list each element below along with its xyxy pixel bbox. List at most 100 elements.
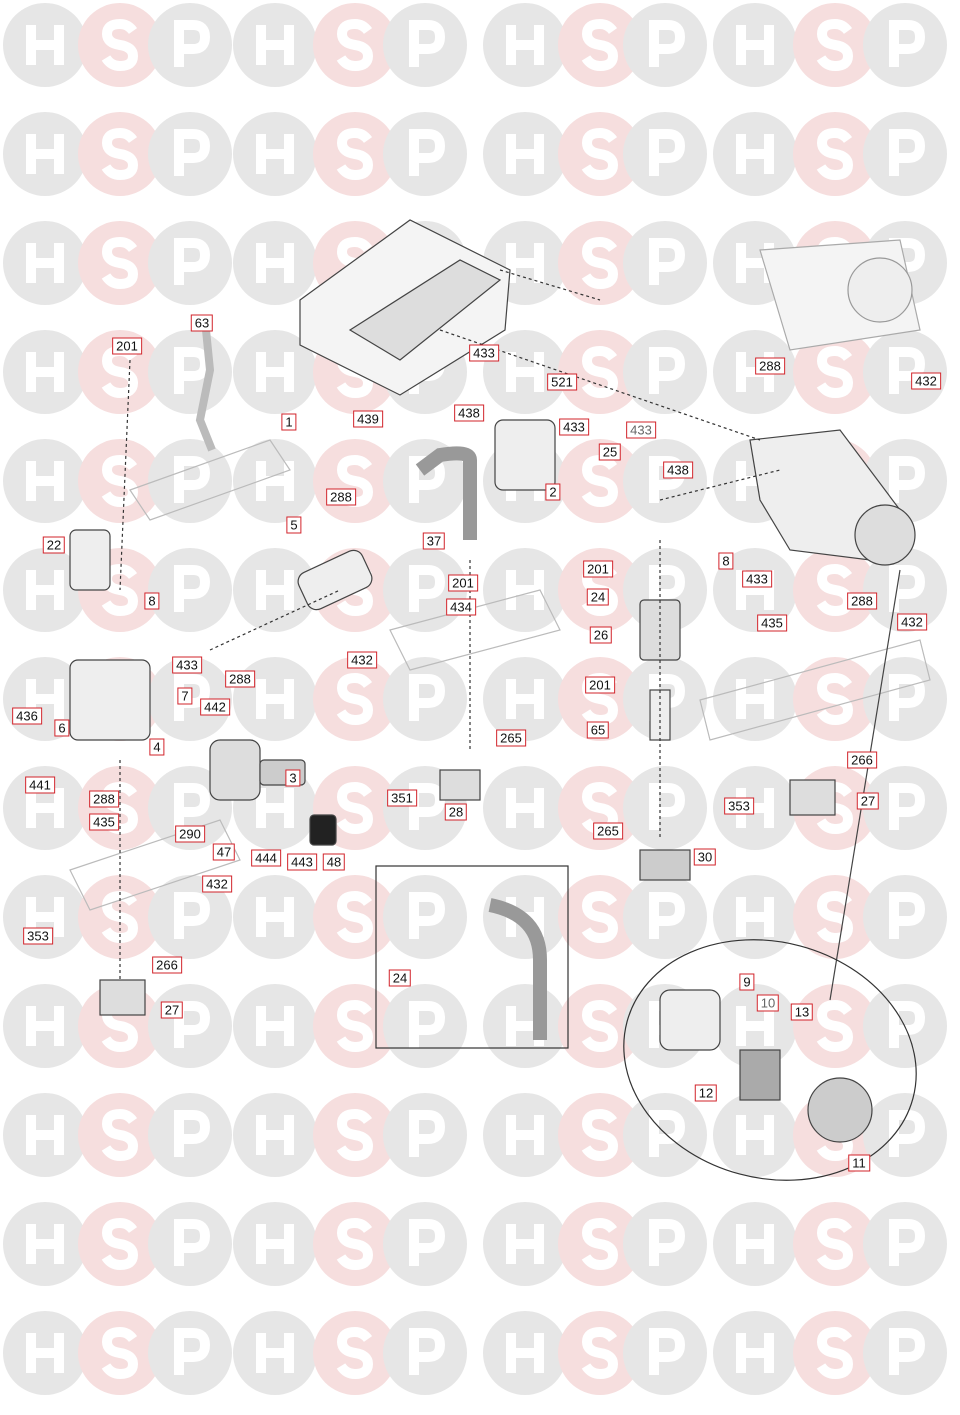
watermark-glyph xyxy=(889,1219,926,1266)
part-label[interactable]: 434 xyxy=(446,598,476,616)
watermark-glyph xyxy=(409,1328,446,1375)
part-label[interactable]: 26 xyxy=(589,626,613,644)
watermark-glyph xyxy=(409,1001,446,1048)
watermark-glyph xyxy=(736,134,774,174)
part-label[interactable]: 65 xyxy=(586,721,610,739)
part-label[interactable]: 353 xyxy=(23,927,53,945)
part-label[interactable]: 11 xyxy=(848,1154,870,1172)
watermark-glyph xyxy=(26,352,64,392)
watermark-glyph xyxy=(506,243,544,283)
watermark-glyph xyxy=(409,674,446,721)
watermark-glyph xyxy=(816,18,854,72)
watermark-glyph xyxy=(506,352,544,392)
part-label[interactable]: 22 xyxy=(42,536,66,554)
part-label[interactable]: 432 xyxy=(347,651,377,669)
part-label[interactable]: 433 xyxy=(559,418,589,436)
part-label[interactable]: 288 xyxy=(755,357,785,375)
bracket xyxy=(129,439,291,521)
part-label[interactable]: 27 xyxy=(856,792,880,810)
watermark-glyph xyxy=(174,783,211,830)
part-label[interactable]: 63 xyxy=(190,314,214,332)
part-label[interactable]: 28 xyxy=(444,803,468,821)
part-label[interactable]: 442 xyxy=(200,698,230,716)
part-label[interactable]: 25 xyxy=(598,443,622,461)
part-label[interactable]: 24 xyxy=(586,588,610,606)
part-label[interactable]: 4 xyxy=(149,738,165,756)
part-label[interactable]: 201 xyxy=(583,560,613,578)
part-label[interactable]: 353 xyxy=(724,797,754,815)
part-label[interactable]: 12 xyxy=(694,1084,718,1102)
watermark-glyph xyxy=(889,129,926,176)
watermark-glyph xyxy=(816,999,854,1053)
part-label[interactable]: 266 xyxy=(152,956,182,974)
watermark-glyph xyxy=(336,1326,374,1380)
part-48 xyxy=(309,814,337,846)
part-label[interactable]: 438 xyxy=(663,461,693,479)
part-label[interactable]: 265 xyxy=(496,729,526,747)
part-label[interactable]: 290 xyxy=(175,825,205,843)
watermark-glyph xyxy=(101,127,139,181)
watermark-glyph xyxy=(506,788,544,828)
watermark-glyph xyxy=(506,1115,544,1155)
part-label[interactable]: 433 xyxy=(172,656,202,674)
watermark-glyph xyxy=(816,672,854,726)
watermark-glyph xyxy=(336,672,374,726)
part-label[interactable]: 444 xyxy=(251,849,281,867)
part-label[interactable]: 5 xyxy=(286,516,302,534)
part-label[interactable]: 7 xyxy=(177,687,193,705)
part-label[interactable]: 265 xyxy=(593,822,623,840)
watermark-glyph xyxy=(256,1006,294,1046)
part-label[interactable]: 6 xyxy=(54,719,70,737)
part-label[interactable]: 288 xyxy=(225,670,255,688)
part-label[interactable]: 432 xyxy=(911,372,941,390)
part-label[interactable]: 24 xyxy=(388,969,412,987)
part-label[interactable]: 288 xyxy=(847,592,877,610)
part-label[interactable]: 351 xyxy=(387,789,417,807)
part-label[interactable]: 8 xyxy=(718,552,734,570)
watermark-glyph xyxy=(649,20,686,67)
part-label[interactable]: 443 xyxy=(287,853,317,871)
part-label[interactable]: 435 xyxy=(89,813,119,831)
part-label[interactable]: 30 xyxy=(693,848,717,866)
part-label[interactable]: 201 xyxy=(448,574,478,592)
part-label[interactable]: 521 xyxy=(547,373,577,391)
part-label[interactable]: 288 xyxy=(89,790,119,808)
watermark-glyph xyxy=(256,352,294,392)
watermark-glyph xyxy=(581,127,619,181)
watermark-glyph xyxy=(816,1217,854,1271)
watermark-glyph xyxy=(581,1326,619,1380)
part-label[interactable]: 201 xyxy=(585,676,615,694)
part-label[interactable]: 436 xyxy=(12,707,42,725)
part-label[interactable]: 8 xyxy=(144,592,160,610)
part-label[interactable]: 432 xyxy=(202,875,232,893)
pipe-37 xyxy=(415,446,477,540)
part-label[interactable]: 439 xyxy=(353,410,383,428)
part-label[interactable]: 2 xyxy=(545,483,561,501)
valve-27-left xyxy=(99,979,146,1016)
part-label[interactable]: 1 xyxy=(281,413,297,431)
part-label[interactable]: 288 xyxy=(326,488,356,506)
part-label[interactable]: 266 xyxy=(847,751,877,769)
part-label[interactable]: 48 xyxy=(322,853,346,871)
part-label[interactable]: 37 xyxy=(422,532,446,550)
part-label[interactable]: 433 xyxy=(742,570,772,588)
part-label[interactable]: 10 xyxy=(756,994,780,1012)
part-label[interactable]: 433 xyxy=(469,344,499,362)
part-label[interactable]: 47 xyxy=(212,843,236,861)
valve-27-right xyxy=(789,779,836,816)
watermark-glyph xyxy=(256,679,294,719)
part-label[interactable]: 435 xyxy=(757,614,787,632)
part-label[interactable]: 441 xyxy=(25,776,55,794)
part-label[interactable]: 13 xyxy=(790,1003,814,1021)
watermark-glyph xyxy=(256,25,294,65)
watermark-glyph xyxy=(26,134,64,174)
part-label[interactable]: 27 xyxy=(160,1001,184,1019)
part-label[interactable]: 433 xyxy=(626,421,656,439)
part-label[interactable]: 432 xyxy=(897,613,927,631)
part-label[interactable]: 201 xyxy=(112,337,142,355)
watermark-glyph xyxy=(336,999,374,1053)
part-label[interactable]: 438 xyxy=(454,404,484,422)
part-label[interactable]: 3 xyxy=(285,769,301,787)
part-label[interactable]: 9 xyxy=(739,973,755,991)
